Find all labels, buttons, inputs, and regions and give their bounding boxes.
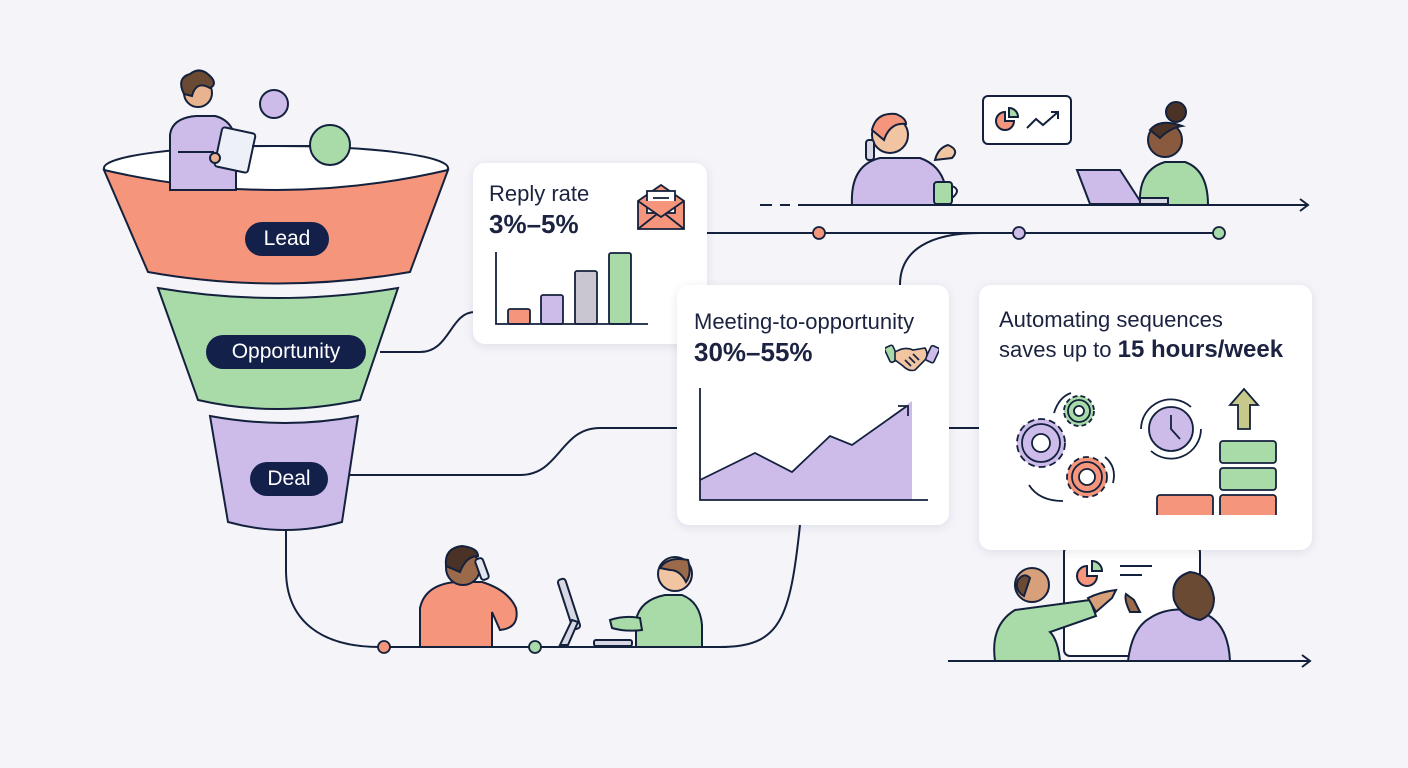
person-with-laptop [1075,101,1210,206]
funnel-stage-lead: Lead [245,222,329,256]
chart-board [982,95,1072,145]
meeting-value: 30%–55% [694,337,813,367]
handshake-icon [885,344,939,372]
person-pointing-right [1124,570,1232,662]
automation-hours-highlight: 15 hours/week [1117,336,1284,363]
reply-rate-card: Reply rate 3%–5% [473,163,707,344]
person-typing [608,556,703,648]
automation-line-2: saves up to 15 hours/week [999,335,1283,365]
reply-rate-label: Reply rate [489,181,590,206]
gears-icon [1016,392,1115,502]
funnel-stage-deal: Deal [250,462,328,496]
automation-savings-card: Automating sequences saves up to 15 hour… [979,285,1312,550]
person-on-phone [850,112,958,206]
meeting-area-chart [699,388,928,501]
person-with-tablet [169,69,257,191]
meeting-label: Meeting-to-opportunity [694,309,915,334]
reply-rate-value: 3%–5% [489,209,579,239]
envelope-icon [637,183,685,230]
automation-text: Automating sequences saves up to 15 hour… [999,305,1283,365]
blocks-arrow-up-icon [1156,387,1277,515]
computer-monitor [556,577,633,647]
automation-line-2-prefix: saves up to [999,337,1118,362]
meeting-to-opportunity-card: Meeting-to-opportunity 30%–55% [677,285,949,525]
automation-line-1: Automating sequences [999,307,1223,332]
funnel-stage-opportunity: Opportunity [206,335,366,369]
person-calling [419,544,518,648]
clock-cycle-icon [1140,398,1202,460]
reply-rate-bar-chart [495,252,648,325]
person-pointing-left [993,567,1118,662]
